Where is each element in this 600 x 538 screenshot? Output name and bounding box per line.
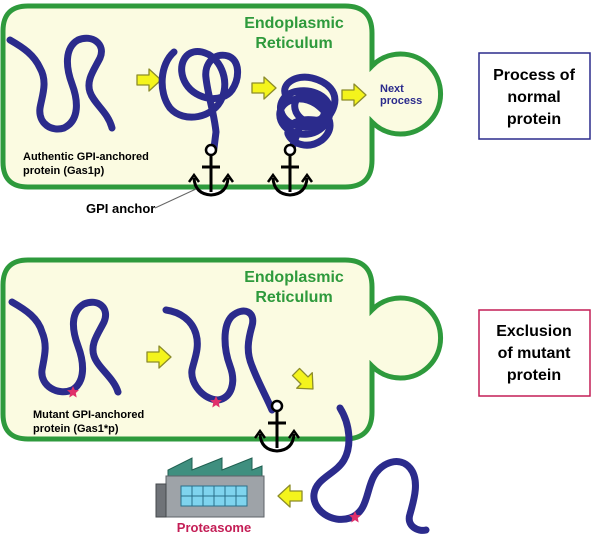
bottom-panel: Endoplasmic Reticulum Mutant GPI-anchore… [0, 257, 591, 535]
mutant-box-line1: Exclusion [496, 323, 572, 340]
folded-protein-top [276, 73, 339, 152]
next-process-line1: Next [380, 83, 404, 95]
er-label-bottom-line2: Reticulum [255, 289, 332, 306]
mutant-box-line2: of mutant [498, 345, 572, 362]
mutant-exclusion-box [478, 309, 591, 397]
top-panel: Endoplasmic Reticulum Next process Authe… [0, 3, 591, 216]
er-label-top-line1: Endoplasmic [244, 15, 344, 32]
er-label-bottom-line1: Endoplasmic [244, 269, 344, 286]
next-process-line2: process [380, 95, 422, 107]
er-membrane-bottom [0, 257, 444, 442]
mutant-protein-label-line2: protein (Gas1*p) [33, 423, 119, 435]
gpi-anchor-label: GPI anchor [86, 201, 155, 216]
mutant-box-line3: protein [507, 367, 561, 384]
unfolded-protein-top [6, 34, 116, 133]
normal-box-line2: normal [507, 89, 560, 106]
factory-icon [155, 457, 265, 518]
folding-protein-top [158, 48, 241, 152]
authentic-protein-label-line1: Authentic GPI-anchored [23, 151, 149, 163]
proteasome-label: Proteasome [177, 520, 251, 535]
mutant-protein-label-line1: Mutant GPI-anchored [33, 409, 144, 421]
normal-process-box [478, 52, 591, 140]
excluded-mutant-protein [310, 404, 430, 534]
normal-box-line3: protein [507, 111, 561, 128]
anchor-pointer-line [154, 188, 197, 209]
mutant-protein-anchored [162, 306, 276, 414]
authentic-protein-label-line2: protein (Gas1p) [23, 165, 105, 177]
normal-box-line1: Process of [493, 67, 575, 84]
mutant-protein-unfolded [8, 298, 122, 396]
er-label-top-line2: Reticulum [255, 35, 332, 52]
step-arrow-icon [277, 484, 303, 508]
